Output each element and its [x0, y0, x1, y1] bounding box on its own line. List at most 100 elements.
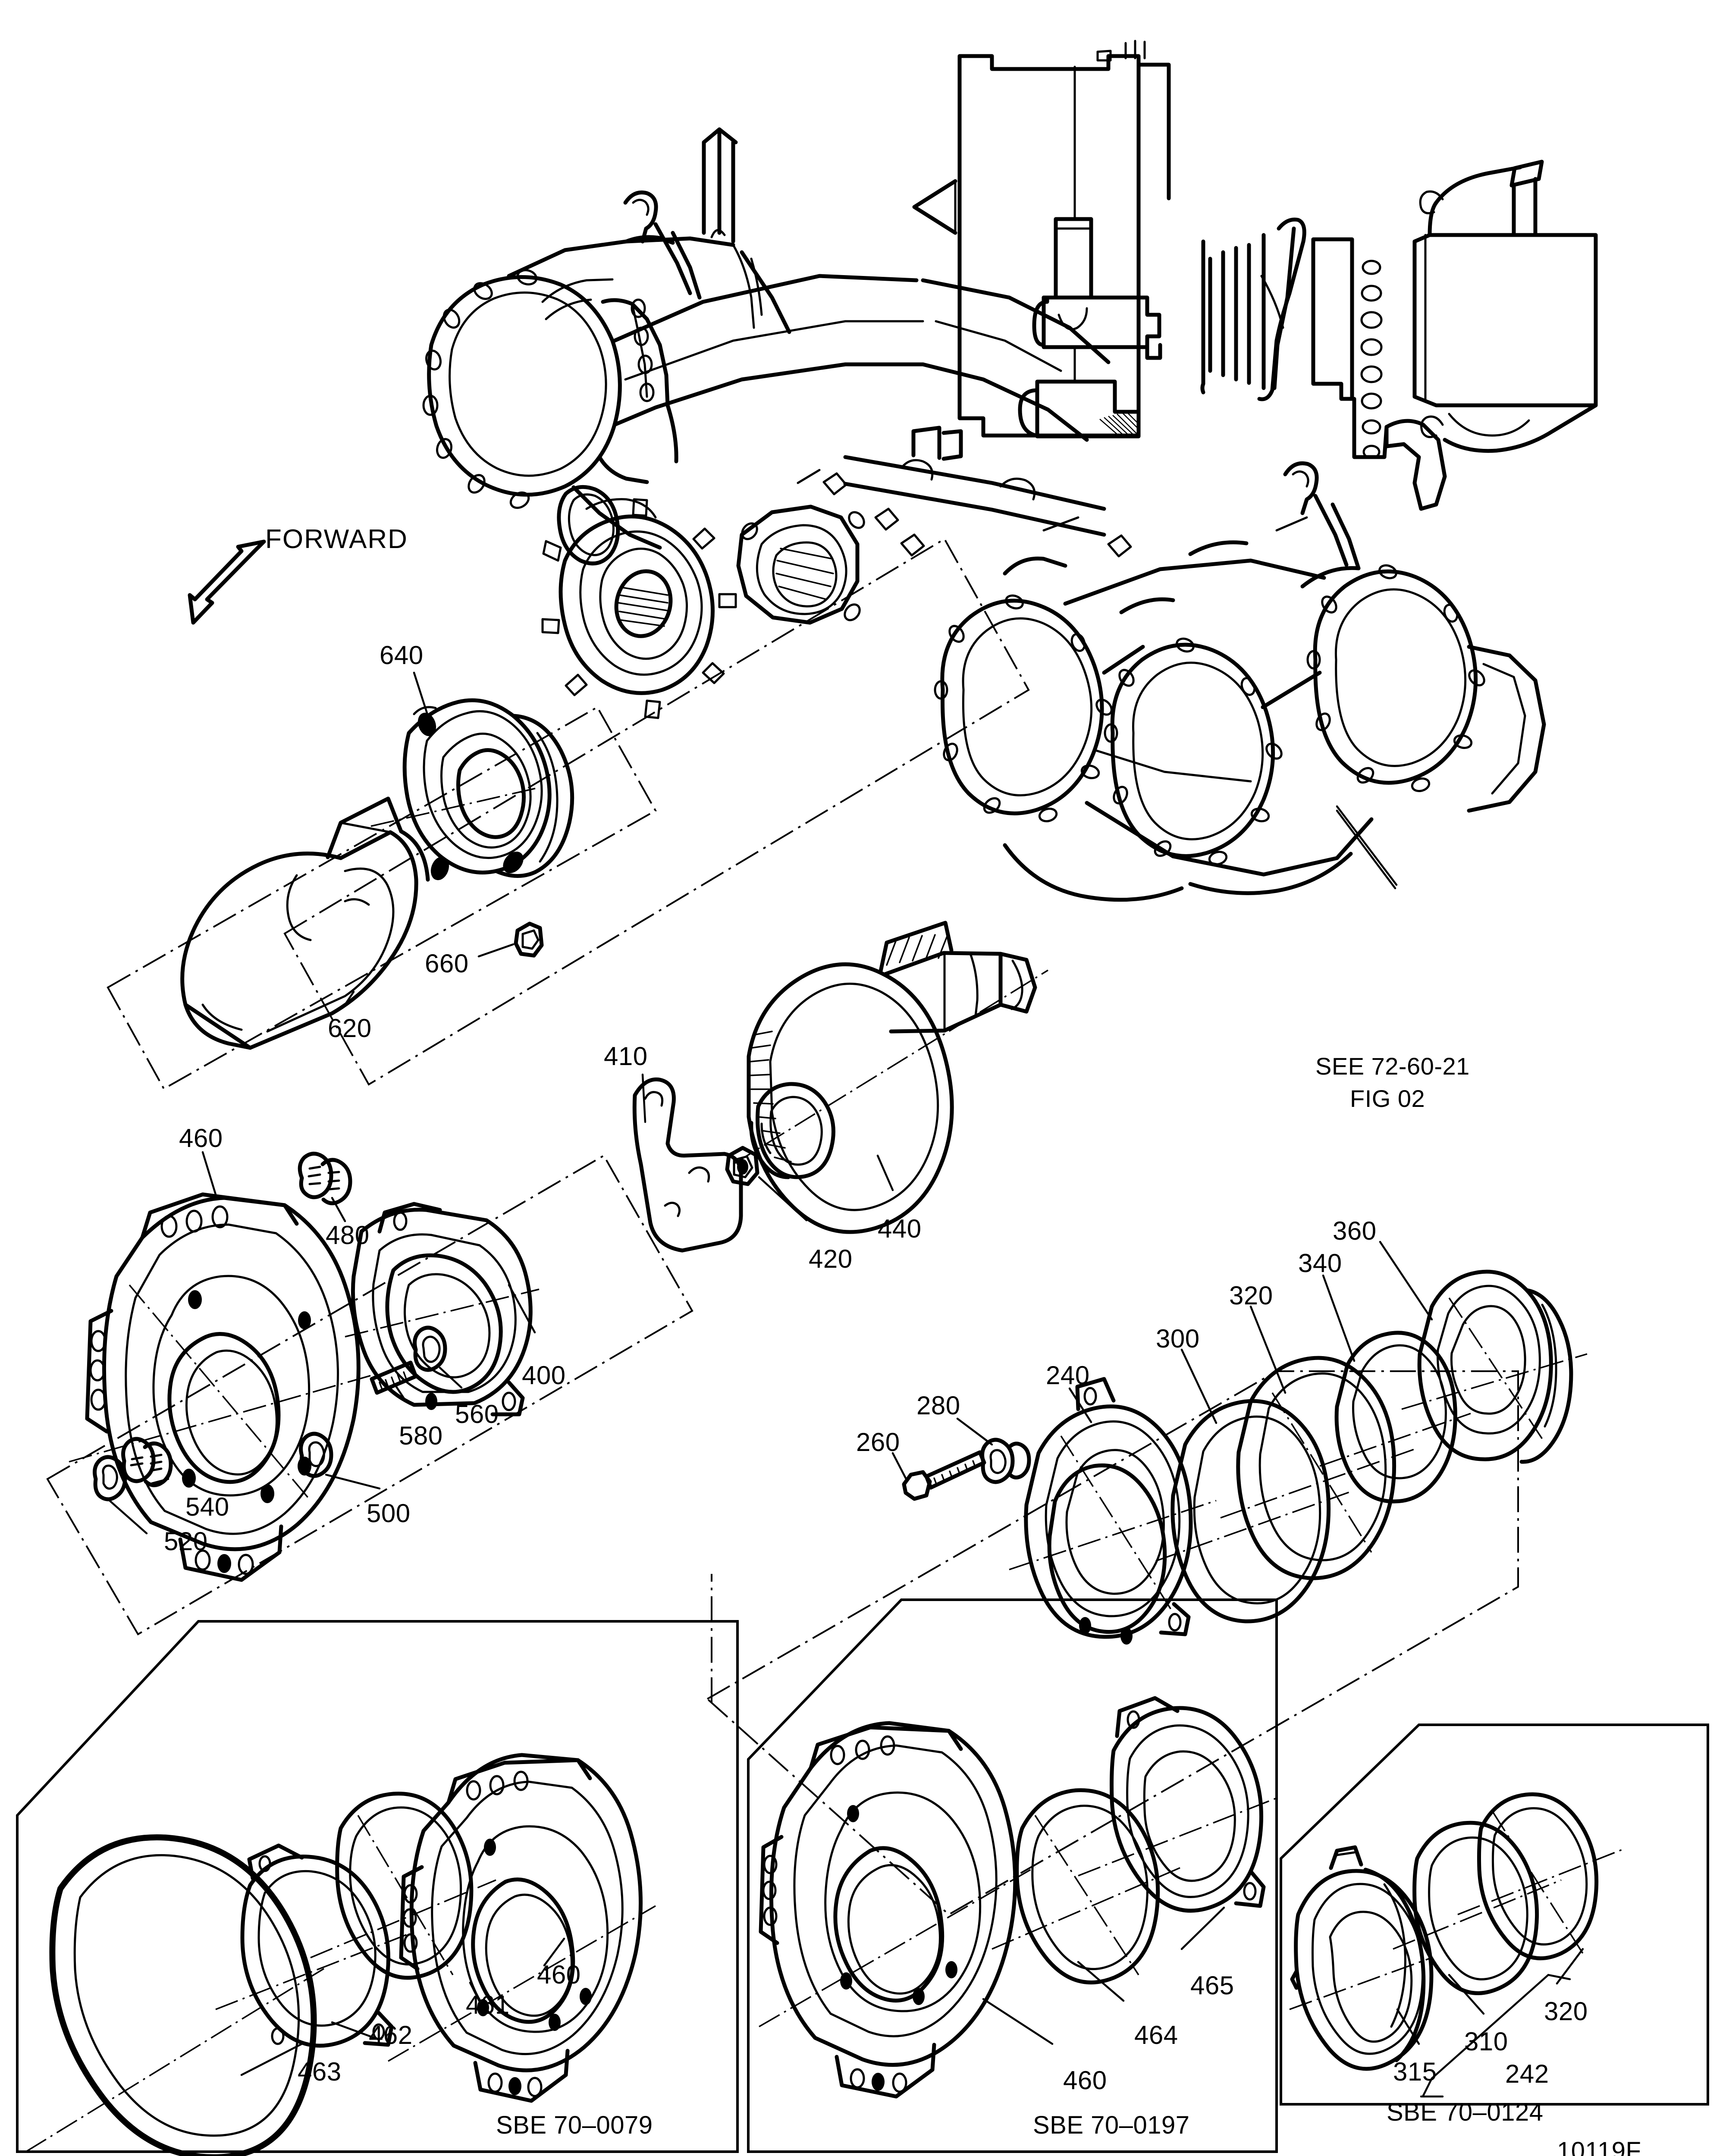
leader-detail-463: [240, 2043, 303, 2076]
leader-660: [477, 943, 515, 958]
detail-box-middle-frame: [747, 1598, 1278, 2153]
callout-260: 260: [856, 1428, 900, 1457]
detail-left-reference: SBE 70–0079: [496, 2111, 653, 2139]
cross-reference-line-1: SEE 72-60-21: [1315, 1053, 1470, 1080]
callout-340: 340: [1298, 1249, 1342, 1278]
leader-detail2-465: [1180, 1906, 1225, 1950]
housing-flange-ring-3: [1306, 564, 1485, 792]
callout-660: 660: [425, 949, 469, 978]
leader-440: [876, 1154, 894, 1191]
part-480-washer-set: [298, 1152, 352, 1205]
part-540-washer: [121, 1437, 173, 1487]
callout-280: 280: [916, 1391, 960, 1420]
part-500-nut: [299, 1432, 333, 1478]
leader-320: [1249, 1305, 1287, 1394]
leader-560: [439, 1366, 463, 1389]
forward-arrow: [188, 539, 266, 625]
detail-left-callout-460: 460: [537, 1960, 581, 1989]
leader-460-main: [201, 1151, 217, 1196]
detail-right-reference: SBE 70–0124: [1387, 2098, 1544, 2126]
callout-400: 400: [522, 1361, 566, 1390]
detail-right-callout-320: 320: [1544, 1997, 1588, 2026]
leader-cross-reference: [1336, 809, 1396, 890]
detail-left-callout-461: 461: [466, 1990, 510, 2019]
callout-440: 440: [878, 1214, 922, 1243]
leader-580: [393, 1383, 407, 1402]
callout-560: 560: [455, 1400, 499, 1429]
leader-detail-462: [331, 2021, 376, 2039]
leader-480: [331, 1197, 346, 1222]
detail-box-left-frame: [16, 1620, 739, 2153]
callout-580: 580: [399, 1421, 443, 1450]
part-280-washer: [980, 1438, 1031, 1484]
callout-520: 520: [164, 1527, 208, 1556]
part-580-dowel-pin: [370, 1360, 418, 1395]
figure-code: 10119F: [1557, 2137, 1641, 2156]
leader-detail-461: [469, 1981, 484, 2010]
detail-box-right-frame: [1280, 1724, 1709, 2106]
callout-300: 300: [1156, 1324, 1200, 1353]
leader-detail2-464: [1077, 1961, 1125, 2002]
detail-right-callout-242: 242: [1505, 2059, 1549, 2088]
callout-420: 420: [809, 1244, 853, 1273]
detail-left-callout-462: 462: [369, 2021, 413, 2049]
callout-500: 500: [367, 1499, 411, 1528]
engine-bellows-assembly: [912, 40, 1598, 511]
cross-reference-line-2: FIG 02: [1350, 1085, 1425, 1112]
part-240-seal-housing: [1009, 1377, 1217, 1645]
detail-left-callout-463: 463: [298, 2057, 342, 2086]
part-460-carrier-housing: [69, 1192, 371, 1582]
detail-right-callout-315: 315: [1393, 2057, 1437, 2086]
leader-300: [1180, 1348, 1218, 1424]
part-560-washer: [413, 1326, 447, 1372]
callout-320: 320: [1229, 1281, 1273, 1310]
part-360-bearing-race: [1401, 1269, 1588, 1464]
detail-right-callout-310: 310: [1464, 2027, 1508, 2056]
callout-240: 240: [1046, 1361, 1090, 1390]
part-620-shield: [180, 796, 430, 1050]
leader-detail-460: [543, 1937, 565, 1967]
housing-flange-ring-1: [934, 594, 1113, 822]
transmission-housing: [422, 127, 1546, 902]
callout-640: 640: [380, 641, 424, 670]
callout-480: 480: [326, 1221, 370, 1250]
leader-detail2-460: [982, 1998, 1054, 2045]
detail-middle-callout-460: 460: [1063, 2066, 1107, 2095]
callout-460: 460: [179, 1124, 223, 1153]
detail-right-contents: [1289, 1792, 1622, 2098]
forward-direction-label: FORWARD: [265, 524, 408, 554]
leader-540: [151, 1478, 169, 1485]
leader-520: [108, 1499, 148, 1535]
leader-620: [344, 990, 355, 1006]
callout-360: 360: [1333, 1216, 1377, 1245]
leader-housing-ref: [1336, 805, 1398, 886]
callout-620: 620: [328, 1014, 372, 1043]
detail-middle-callout-465: 465: [1190, 1971, 1234, 2000]
part-640-bearing-housing: [370, 698, 574, 881]
callout-410: 410: [604, 1042, 648, 1071]
leader-detail3-315: [1396, 2008, 1420, 2045]
leader-detail3-310: [1448, 1974, 1485, 2015]
detail-middle-contents: [759, 1696, 1277, 2099]
assembly-grouping-boxes: [46, 538, 1519, 1916]
part-440-drive-gear: [733, 921, 1048, 1234]
leader-280: [956, 1417, 993, 1446]
leader-detail3-242: [1422, 1974, 1571, 2097]
part-400-seal-retainer: [345, 1202, 540, 1416]
leader-260: [891, 1452, 907, 1479]
leader-640: [413, 671, 431, 722]
detail-left-contents: [25, 1753, 656, 2156]
part-520-washer: [93, 1455, 127, 1501]
leader-240: [1068, 1387, 1092, 1423]
part-660-nut: [514, 921, 544, 958]
leader-410: [641, 1073, 646, 1123]
leader-500: [325, 1473, 381, 1490]
detail-middle-callout-464: 464: [1134, 2021, 1178, 2049]
leader-340: [1322, 1274, 1356, 1362]
part-320-seal-ring: [1220, 1356, 1416, 1580]
callout-540: 540: [185, 1492, 229, 1521]
leader-400: [508, 1284, 536, 1334]
part-260-bolt: [902, 1450, 986, 1501]
